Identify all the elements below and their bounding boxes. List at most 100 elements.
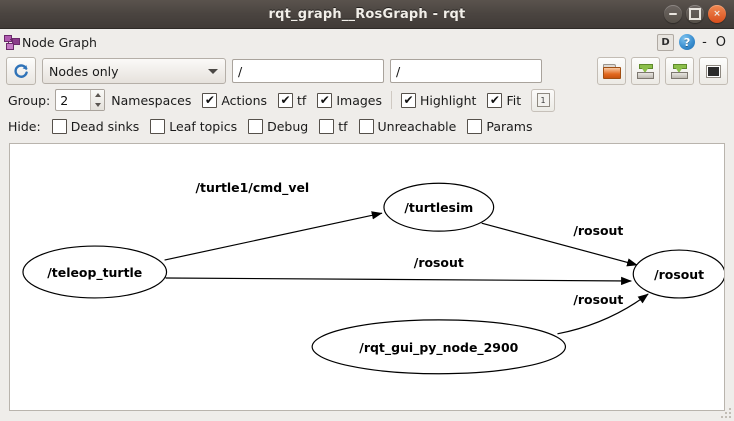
- ros-graph-svg: /teleop_turtle /turtlesim /rosout /rqt_g…: [22, 180, 724, 375]
- topic-filter-value: /: [396, 63, 401, 79]
- namespace-filter-input[interactable]: /: [232, 59, 384, 83]
- dock-d-button[interactable]: D: [657, 33, 675, 51]
- edge-turtlesim-rosout[interactable]: [481, 222, 638, 267]
- checkbox-debug-box[interactable]: ✔: [248, 118, 264, 134]
- checkbox-tf-label: tf: [297, 92, 307, 108]
- checkbox-images-label: Images: [336, 92, 382, 108]
- fit-in-view-button[interactable]: [699, 57, 728, 85]
- group-spinbox-up[interactable]: [91, 90, 104, 100]
- graph-edge-labels: /turtle1/cmd_vel /rosout /rosout /rosout: [195, 180, 623, 307]
- checkbox-highlight[interactable]: ✔ Highlight: [401, 92, 477, 108]
- chevron-down-icon: [208, 69, 218, 74]
- checkbox-debug[interactable]: ✔ Debug: [248, 118, 309, 134]
- checkbox-highlight-label: Highlight: [420, 92, 477, 108]
- checkbox-images-box[interactable]: ✔: [317, 92, 333, 108]
- checkbox-leaf-topics-label: Leaf topics: [169, 118, 238, 134]
- group-label: Group:: [8, 92, 51, 108]
- window-titlebar: rqt_graph__RosGraph - rqt ×: [0, 0, 734, 29]
- window-title: rqt_graph__RosGraph - rqt: [268, 6, 466, 22]
- checkbox-dead-sinks-label: Dead sinks: [70, 118, 140, 134]
- checkbox-actions[interactable]: ✔ Actions: [202, 92, 268, 108]
- namespace-filter-value: /: [238, 63, 243, 79]
- graph-type-value: Nodes only: [49, 63, 119, 79]
- checkbox-hide-tf-box[interactable]: ✔: [319, 118, 335, 134]
- checkbox-fit-label: Fit: [506, 92, 522, 108]
- group-spinbox[interactable]: 2: [55, 89, 106, 111]
- checkbox-dead-sinks[interactable]: ✔ Dead sinks: [51, 118, 140, 134]
- node-turtlesim-label: /turtlesim: [404, 200, 473, 215]
- graph-nodes: /teleop_turtle /turtlesim /rosout /rqt_g…: [22, 182, 724, 375]
- maximize-button[interactable]: [686, 5, 704, 23]
- edge-teleop-rosout[interactable]: [165, 276, 632, 286]
- node-teleop-turtle[interactable]: /teleop_turtle: [22, 245, 168, 299]
- edge-label-turtle1-cmd-vel: /turtle1/cmd_vel: [195, 180, 309, 196]
- node-rqt-gui-py-label: /rqt_gui_py_node_2900: [359, 340, 518, 356]
- checkbox-images[interactable]: ✔ Images: [317, 92, 382, 108]
- checkbox-unreachable-label: Unreachable: [377, 118, 457, 134]
- node-rqt-gui-py-ellipse[interactable]: [311, 319, 567, 375]
- checkbox-hide-tf[interactable]: ✔ tf: [319, 118, 348, 134]
- checkbox-hide-tf-label: tf: [338, 118, 348, 134]
- node-rosout[interactable]: /rosout: [632, 249, 724, 299]
- edge-teleop-turtlesim[interactable]: [164, 211, 383, 261]
- checkbox-dead-sinks-box[interactable]: ✔: [51, 118, 67, 134]
- checkbox-tf[interactable]: ✔ tf: [278, 92, 307, 108]
- ros-graph-canvas[interactable]: /teleop_turtle /turtlesim /rosout /rqt_g…: [9, 143, 725, 411]
- save-icon: [637, 63, 654, 79]
- checkbox-leaf-topics-box[interactable]: ✔: [150, 118, 166, 134]
- minimize-button[interactable]: [664, 5, 682, 23]
- dock-float-button[interactable]: -: [702, 34, 707, 50]
- checkbox-params-box[interactable]: ✔: [467, 118, 483, 134]
- toolbar-right-buttons: [597, 57, 728, 85]
- help-icon[interactable]: ?: [679, 34, 696, 50]
- checkbox-tf-box[interactable]: ✔: [278, 92, 294, 108]
- namespaces-label: Namespaces: [111, 92, 192, 108]
- checkbox-actions-label: Actions: [221, 92, 268, 108]
- hide-options-row: Hide: ✔ Dead sinks ✔ Leaf topics ✔ Debug…: [0, 113, 734, 139]
- edge-rqtgui-rosout[interactable]: [557, 293, 649, 335]
- zoom-reset-button[interactable]: 1: [531, 88, 556, 112]
- black-square-icon: [706, 64, 721, 78]
- load-dot-button[interactable]: [597, 57, 626, 85]
- save-dot-button[interactable]: [631, 57, 660, 85]
- checkbox-params[interactable]: ✔ Params: [467, 118, 533, 134]
- dock-close-button[interactable]: O: [715, 34, 726, 50]
- resize-grip[interactable]: [717, 404, 731, 418]
- topic-filter-input[interactable]: /: [390, 59, 542, 83]
- group-spinbox-down[interactable]: [91, 100, 104, 110]
- edge-label-rosout-rqtgui: /rosout: [573, 292, 623, 307]
- checkbox-actions-box[interactable]: ✔: [202, 92, 218, 108]
- group-spinbox-value: 2: [60, 92, 69, 108]
- save-image-icon: [671, 63, 688, 79]
- node-rosout-ellipse[interactable]: [632, 249, 724, 299]
- checkbox-debug-label: Debug: [267, 118, 309, 134]
- zoom-reset-icon: 1: [536, 93, 550, 107]
- graph-type-combobox[interactable]: Nodes only: [42, 58, 226, 84]
- graph-canvas-wrapper: /teleop_turtle /turtlesim /rosout /rqt_g…: [0, 139, 734, 421]
- checkbox-fit[interactable]: ✔ Fit: [487, 92, 522, 108]
- node-rqt-gui-py[interactable]: /rqt_gui_py_node_2900: [311, 319, 567, 375]
- save-image-button[interactable]: [665, 57, 694, 85]
- close-button[interactable]: ×: [708, 5, 726, 23]
- refresh-button[interactable]: [6, 57, 36, 85]
- checkbox-highlight-box[interactable]: ✔: [401, 92, 416, 108]
- window-controls: ×: [664, 0, 726, 28]
- checkbox-params-label: Params: [486, 118, 533, 134]
- graph-edges: [164, 211, 649, 335]
- node-turtlesim[interactable]: /turtlesim: [383, 182, 495, 232]
- hide-label: Hide:: [8, 118, 41, 134]
- refresh-icon: [13, 63, 29, 79]
- node-graph-icon: [4, 35, 20, 50]
- checkbox-fit-box[interactable]: ✔: [487, 92, 503, 108]
- checkbox-leaf-topics[interactable]: ✔ Leaf topics: [150, 118, 238, 134]
- node-teleop-turtle-ellipse[interactable]: [22, 245, 168, 299]
- edge-label-rosout-turtlesim: /rosout: [573, 223, 623, 238]
- node-teleop-turtle-label: /teleop_turtle: [47, 265, 142, 281]
- checkbox-unreachable-box[interactable]: ✔: [358, 118, 374, 134]
- node-turtlesim-ellipse[interactable]: [383, 182, 495, 232]
- dock-widget-header: Node Graph D ? - O: [0, 29, 734, 55]
- group-spinbox-buttons: [90, 90, 105, 110]
- checkbox-unreachable[interactable]: ✔ Unreachable: [358, 118, 457, 134]
- node-rosout-label: /rosout: [654, 267, 704, 282]
